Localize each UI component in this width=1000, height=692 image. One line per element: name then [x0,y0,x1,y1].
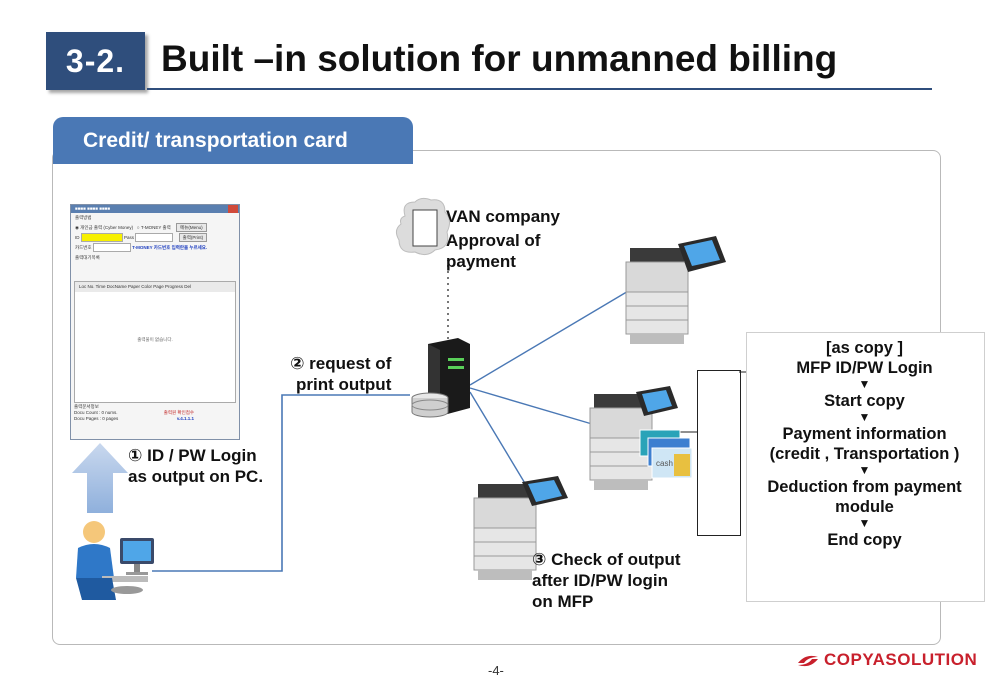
flow-header: [as copy ] [825,339,904,357]
list-title: 출력대기목록 [75,255,100,260]
server-to-mfp-top-line [469,289,631,386]
print-software-window: ■■■■ ■■■■ ■■■■ 출력방법 ◉ 개인금 출력 (Cyber Mone… [70,204,240,440]
option-cyber-money[interactable]: ◉ 개인금 출력 (Cyber Money) [75,225,134,230]
flow-arrow-icon: ▼ [858,377,871,391]
card-input[interactable] [92,243,131,253]
step1-line2: as output on PC. [128,467,264,486]
card-notice: T-MONEY 카드번호 입력란을 누르세요. [132,245,208,250]
option-tmoney[interactable]: ○ T-MONEY 출력 [136,225,171,230]
mfp-printer-bottom-icon [473,476,568,580]
card-label: 카드번호 [75,245,92,250]
flow-item-payment: Payment information [782,425,947,443]
card-row: 카드번호 T-MONEY 카드번호 입력란을 누르세요. [71,243,239,253]
step2-label: ② request of print output [276,353,391,395]
van-line3: payment [446,252,516,271]
step3-line1: ③ Check of output [532,550,681,569]
print-queue-list[interactable]: Loc No. Time DocName Paper Color Page Pr… [74,281,236,403]
server-icon [411,338,470,418]
page-number: -4- [488,663,504,678]
step1-line1: ① ID / PW Login [128,446,257,465]
page-title: Built –in solution for unmanned billing [161,38,838,79]
footer-title: 출력문서정보 [74,404,99,409]
step3-label: ③ Check of output after ID/PW login on M… [532,549,681,612]
version: v.4.1.1.1 [176,416,194,421]
svg-text:cash: cash [656,459,673,468]
step3-line2: after ID/PW login [532,571,668,590]
panel-tab: Credit/ transportation card [53,117,413,164]
flow-arrow-icon: ▼ [858,463,871,477]
flow-item-deduction: Deduction from payment [767,478,962,496]
flow-item-payment-types: (credit , Transportation ) [769,445,960,463]
up-arrow-icon [72,443,128,513]
queue-columns: Loc No. Time DocName Paper Color Page Pr… [75,282,235,292]
mfp-printer-icon [625,236,726,344]
server-to-mfp-mid-line [469,387,593,425]
logo-text: COPYASOLUTION [824,650,978,669]
flow-arrow-icon: ▼ [858,516,871,530]
logo-swoosh-icon [798,655,818,666]
mfp-printer-with-cards-icon: cash [589,386,693,490]
doc-info-footer: 출력문서정보 Docu Count : 0 nums. 출력원 확인접수 Doc… [74,404,234,436]
close-icon[interactable] [228,205,238,213]
step3-line3: on MFP [532,592,594,611]
flow-item-end: End copy [827,531,902,549]
cloud-icon [395,197,451,256]
step2-line2: print output [296,375,392,394]
copy-flow-box [746,332,985,602]
id-label: ID [75,235,80,240]
van-company-label: VAN company Approval of payment [446,206,560,272]
pass-input[interactable] [135,233,174,243]
copy-flow: [as copy ] MFP ID/PW Login ▼ Start copy … [746,338,983,550]
van-line2: Approval of [446,231,541,250]
flow-item-deduction-module: module [835,498,894,516]
doc-pages: Docu Pages : 0 pages [74,416,119,421]
window-titlebar: ■■■■ ■■■■ ■■■■ [71,205,239,213]
print-button[interactable]: 출력(Print) [178,233,208,242]
flow-bracket [697,370,741,536]
flow-item-start: Start copy [824,392,905,410]
pc-to-server-line [152,394,410,572]
login-row: ID Pass 출력(Print) [71,233,239,243]
footer-status: 출력원 확인접수 [163,410,194,415]
section-number-badge: 3-2. [46,32,145,90]
pay-section-label: 출력방법 [75,215,92,220]
queue-empty-text: 출력물이 없습니다. [137,337,173,342]
title-underline [147,88,932,90]
id-input[interactable] [80,233,123,243]
flow-item-login: MFP ID/PW Login [796,359,933,377]
company-logo: COPYASOLUTION [796,650,977,670]
step1-label: ① ID / PW Login as output on PC. [128,445,263,487]
user-at-pc-icon [76,521,154,600]
pass-label: Pass [124,235,135,240]
flow-arrow-icon: ▼ [858,410,871,424]
van-line1: VAN company [446,207,560,226]
doc-count: Docu Count : 0 nums. [74,410,118,415]
pay-options: ◉ 개인금 출력 (Cyber Money) ○ T-MONEY 출력 메뉴(M… [71,223,239,233]
server-to-mfp-bottom-line [469,391,533,496]
menu-button[interactable]: 메뉴(Menu) [176,223,207,232]
step2-line1: ② request of [290,354,392,373]
